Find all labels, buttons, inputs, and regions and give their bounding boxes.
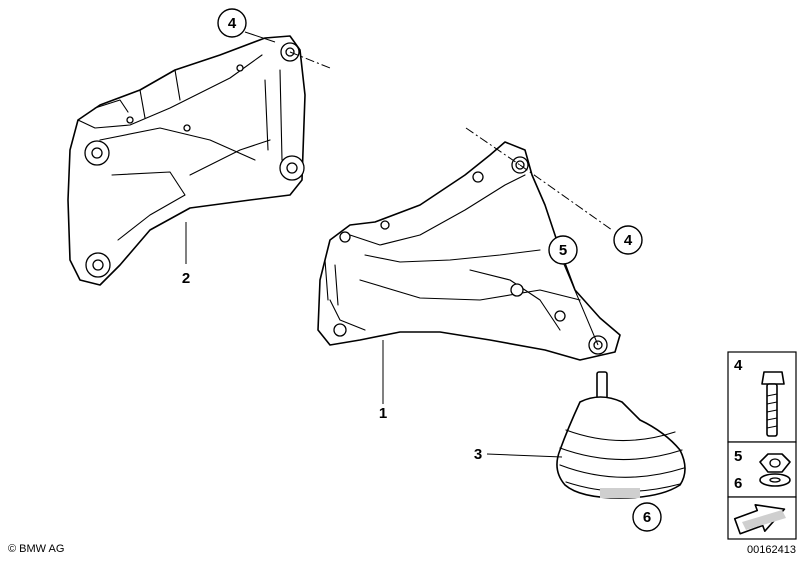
callout-1-label: 1 [379,405,387,422]
part-3-engine-mount[interactable] [556,371,686,499]
arrow-icon [733,504,786,535]
callout-2[interactable]: 2 [182,270,190,287]
callout-6-label: 6 [643,509,651,526]
callout-4-right-label: 4 [624,232,633,249]
legend-item-5-label: 5 [734,448,742,465]
callout-5[interactable]: 5 [548,235,578,265]
legend-item-4-label: 4 [734,357,743,374]
callout-3[interactable]: 3 [474,446,482,463]
callout-2-label: 2 [182,270,190,287]
part-2-bracket[interactable] [67,35,306,286]
legend-item-6-label: 6 [734,475,742,492]
legend-item-6[interactable]: 6 [734,473,791,492]
washer-icon [759,473,791,487]
callout-4-top-label: 4 [228,15,237,32]
callout-1[interactable]: 1 [379,405,387,422]
legend-item-5[interactable]: 5 [734,448,791,473]
callout-5-label: 5 [559,242,567,259]
callout-4-right[interactable]: 4 [613,225,643,255]
leader-lines [185,31,613,458]
legend-item-4[interactable]: 4 [734,357,785,437]
nut-icon [759,453,791,473]
bolt-icon [761,371,785,437]
parts-legend: 4 5 6 [727,351,797,540]
callout-6[interactable]: 6 [632,502,662,532]
callout-3-label: 3 [474,446,482,463]
diagram-number: 00162413 [747,544,796,556]
copyright-text: © BMW AG [8,543,64,555]
callout-4-top[interactable]: 4 [217,8,247,38]
